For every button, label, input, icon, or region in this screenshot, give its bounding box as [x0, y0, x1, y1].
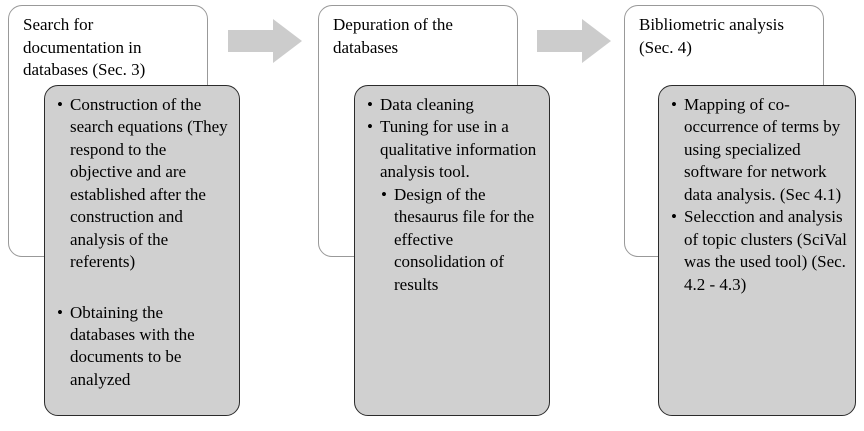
bullet-icon: •: [367, 95, 373, 114]
arrow-1-icon: [228, 19, 302, 63]
stage-1-bullet-list: • Construction of the search equations (…: [57, 94, 231, 391]
bullet-icon: •: [381, 184, 387, 204]
stage-2-title: Depuration of the databases: [333, 15, 453, 57]
list-item: • Tuning for use in a qualitative inform…: [367, 116, 541, 183]
stage-3-title: Bibliometric analysis (Sec. 4): [639, 15, 784, 57]
list-item-text: Mapping of co-occurrence of terms by usi…: [684, 95, 842, 204]
list-item: • Mapping of co-occurrence of terms by u…: [671, 94, 847, 206]
bullet-icon: •: [671, 95, 677, 114]
list-item: • Selecction and analysis of topic clust…: [671, 206, 847, 296]
list-item-text: Tuning for use in a qualitative informat…: [380, 117, 537, 182]
bullet-icon: •: [671, 207, 677, 227]
stage-3-bullet-list: • Mapping of co-occurrence of terms by u…: [671, 94, 847, 296]
arrow-right-icon: [228, 19, 302, 63]
stage-1-title: Search for documentation in databases (S…: [23, 15, 146, 80]
list-item: • Data cleaning: [367, 94, 541, 116]
arrow-2-icon: [537, 19, 611, 63]
list-item: • Construction of the search equations (…: [57, 94, 231, 274]
bullet-icon: •: [57, 302, 63, 322]
list-item-text: Construction of the search equations (Th…: [70, 95, 228, 272]
stage-2-bullet-list: • Data cleaning • Tuning for use in a qu…: [367, 94, 541, 296]
list-item: • Obtaining the databases with the docum…: [57, 302, 231, 392]
stage-3-body-box: • Mapping of co-occurrence of terms by u…: [658, 85, 856, 416]
list-item: • Design of the thesaurus file for the e…: [381, 184, 541, 296]
list-item-text: Selecction and analysis of topic cluster…: [684, 207, 847, 294]
list-item-text: Obtaining the databases with the documen…: [70, 302, 195, 389]
stage-1-body-box: • Construction of the search equations (…: [44, 85, 240, 416]
bullet-icon: •: [57, 95, 63, 114]
list-spacer: [57, 274, 231, 302]
bullet-icon: •: [367, 117, 373, 137]
stage-2-body-box: • Data cleaning • Tuning for use in a qu…: [354, 85, 550, 416]
list-item-text: Design of the thesaurus file for the eff…: [394, 184, 535, 294]
arrow-right-icon: [537, 19, 611, 63]
list-item-text: Data cleaning: [380, 95, 474, 114]
